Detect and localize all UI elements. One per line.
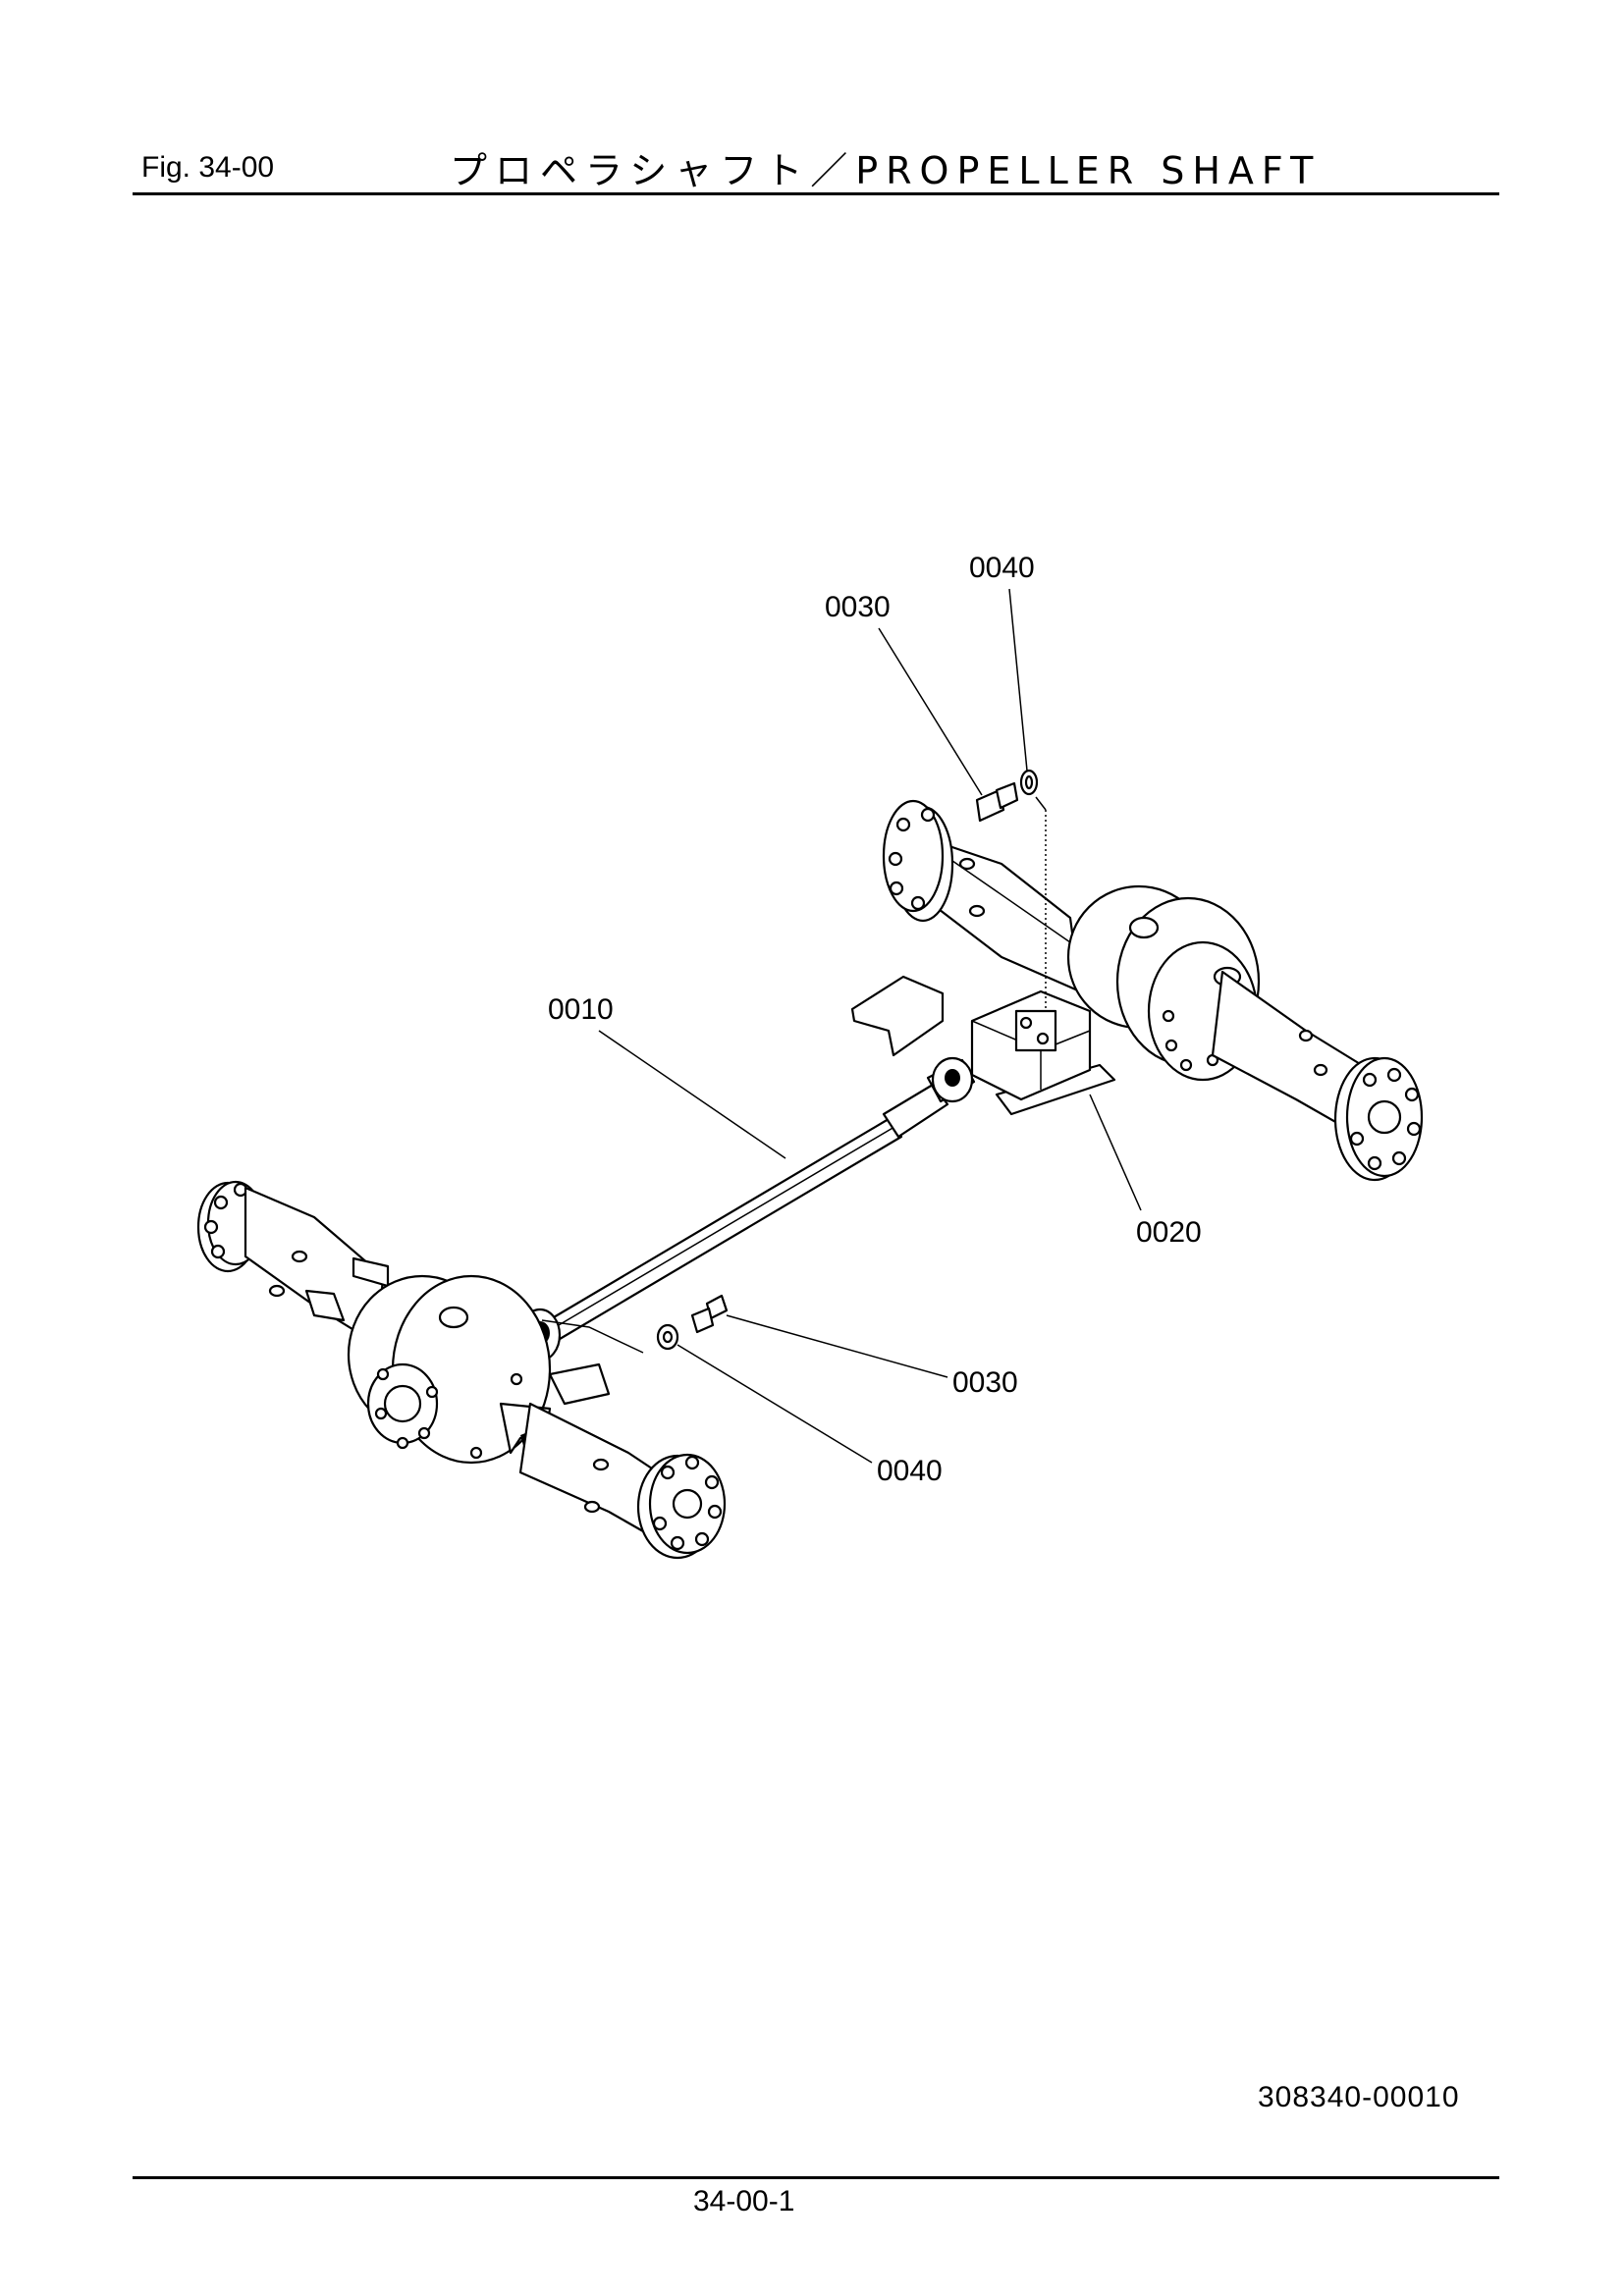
callout-0040-top: 0040 [969,552,1035,584]
figure-number: Fig. 34-00 [141,151,275,184]
callout-0040-bottom: 0040 [877,1455,943,1487]
washer-0040-bottom [656,1323,679,1351]
page-title: プロペラシャフト／PROPELLER SHAFT [450,149,1322,192]
propeller-shaft [518,1056,976,1362]
leader-lines [598,588,1142,1464]
rear-axle-assembly [882,799,1424,1182]
header-divider [133,192,1499,195]
callout-0010: 0010 [548,993,614,1026]
bolt-0030-bottom [690,1294,729,1334]
page-number: 34-00-1 [693,2185,795,2217]
drawing-id: 308340-00010 [1258,2081,1460,2113]
footer-divider [133,2176,1499,2179]
washer-0040-top [1019,769,1039,796]
front-axle-assembly [196,1180,727,1560]
bolt-0030-top [975,781,1019,823]
callout-0030-top: 0030 [825,591,891,623]
callout-0030-bottom: 0030 [952,1366,1018,1399]
callout-0020: 0020 [1136,1216,1202,1249]
center-bearing-bracket [850,796,1116,1116]
